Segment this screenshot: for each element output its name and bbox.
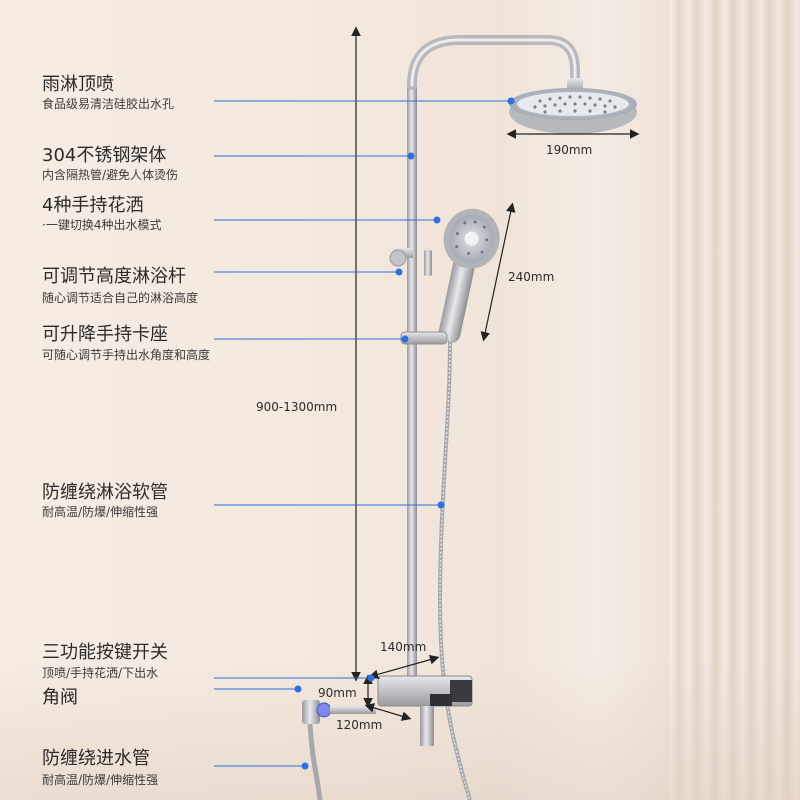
dim-label-mixer-height: 90mm	[318, 686, 357, 700]
callout-dot-handheld	[433, 216, 441, 224]
angle-valve	[302, 700, 376, 724]
main-pipe	[407, 80, 417, 680]
callout-dot-holder	[401, 335, 409, 343]
dim-label-handheld: 240mm	[508, 270, 555, 284]
dim-label-top-spray: 190mm	[546, 143, 593, 157]
feature-title-holder: 可升降手持卡座	[42, 324, 168, 345]
dim-label-height: 900-1300mm	[256, 400, 338, 414]
feature-title-rain-head: 雨淋顶喷	[42, 74, 114, 95]
feature-title-handheld: 4种手持花洒	[42, 195, 144, 216]
top-arm	[407, 35, 580, 90]
dim-label-mixer-width: 140mm	[380, 640, 427, 654]
mixer-width-dimension-line	[368, 655, 440, 679]
feature-desc-height-bar: 随心调节适合自己的淋浴高度	[42, 291, 199, 305]
dim-label-mixer-depth: 120mm	[336, 718, 383, 732]
callout-dot-height-bar	[395, 268, 403, 276]
feature-desc-inlet: 耐高温/防爆/伸缩性强	[42, 773, 159, 787]
callout-dot-rain-head	[507, 97, 515, 105]
rain-shower-head	[509, 88, 637, 134]
feature-desc-rain-head: 食品级易清洁硅胶出水孔	[42, 97, 175, 111]
callout-dot-inlet	[301, 762, 309, 770]
callout-dot-steel-frame	[407, 152, 415, 160]
lift-holder	[400, 331, 448, 345]
shower-hose	[437, 339, 472, 800]
feature-desc-steel-frame: 内含隔热管/避免人体烫伤	[42, 168, 179, 182]
feature-title-mixer: 三功能按键开关	[42, 642, 168, 663]
feature-title-angle-valve: 角阀	[42, 687, 78, 708]
feature-desc-holder: 可随心调节手持出水角度和高度	[42, 348, 211, 362]
feature-title-height-bar: 可调节高度淋浴杆	[42, 266, 186, 287]
callout-dot-hose	[437, 501, 445, 509]
feature-desc-handheld: ·一键切换4种出水模式	[42, 218, 162, 232]
wall-bracket	[389, 248, 432, 276]
mixer-valve	[377, 675, 473, 746]
feature-title-inlet: 防缠绕进水管	[42, 748, 150, 769]
inlet-pipe	[307, 723, 323, 800]
feature-desc-mixer: 顶喷/手持花洒/下出水	[42, 666, 159, 680]
handheld-dimension-line	[480, 202, 516, 342]
callout-dot-mixer	[367, 674, 375, 682]
feature-title-hose: 防缠绕淋浴软管	[42, 482, 168, 503]
handheld-shower	[438, 208, 500, 344]
callout-dot-angle-valve	[294, 685, 302, 693]
feature-title-steel-frame: 304不锈钢架体	[42, 145, 167, 166]
mixer-depth-dimension-line	[364, 703, 412, 721]
feature-desc-hose: 耐高温/防爆/伸缩性强	[42, 505, 159, 519]
